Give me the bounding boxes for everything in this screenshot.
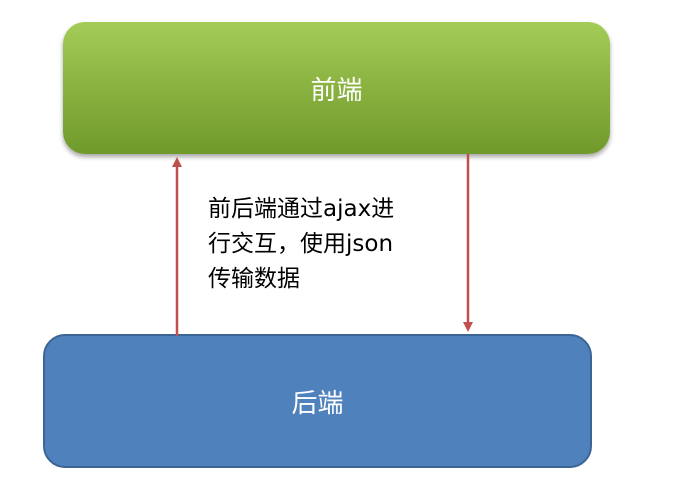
frontend-label: 前端 bbox=[310, 75, 363, 106]
backend-node: 后端 bbox=[43, 334, 592, 468]
backend-label: 后端 bbox=[291, 388, 344, 419]
frontend-node: 前端 bbox=[63, 22, 610, 154]
edge-label: 前后端通过ajax进 行交互，使用json 传输数据 bbox=[208, 196, 395, 292]
